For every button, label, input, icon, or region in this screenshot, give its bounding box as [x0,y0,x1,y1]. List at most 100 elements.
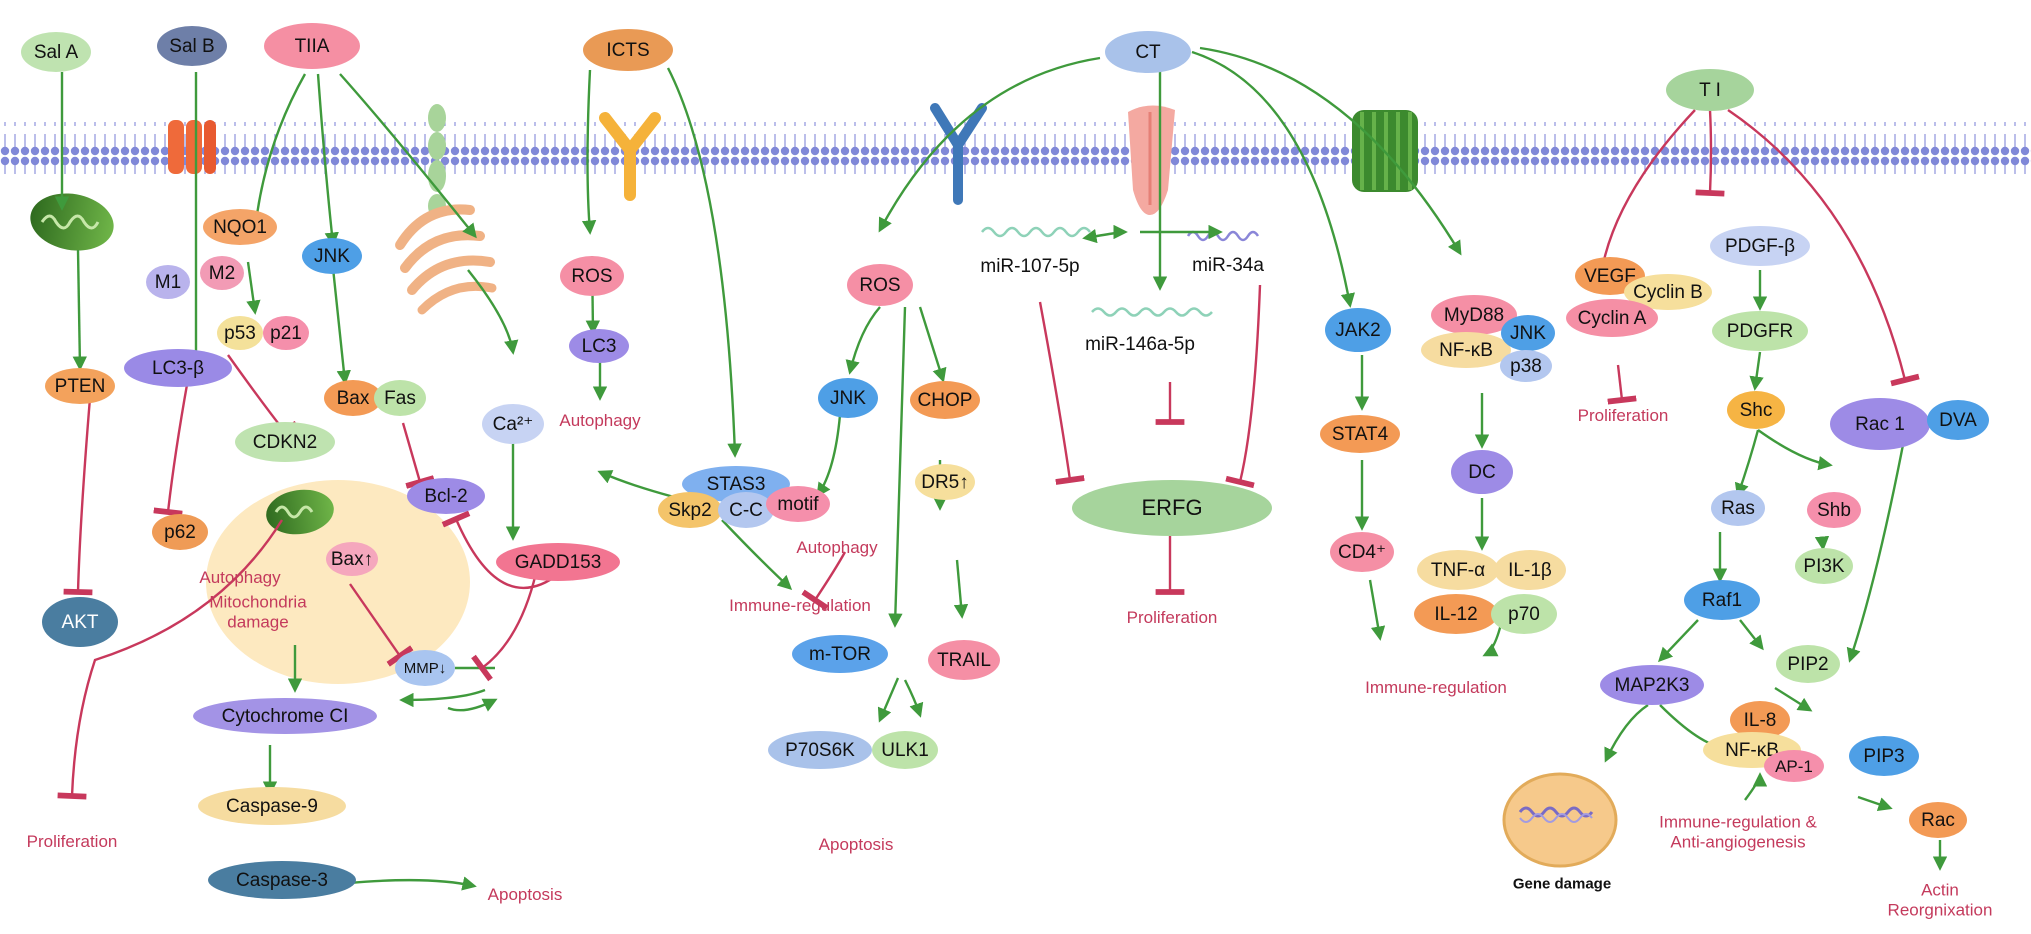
label-apoptosis-mid: Apoptosis [818,835,894,855]
node-shb: Shb [1807,492,1861,528]
node-pdgfr: PDGFR [1712,311,1808,351]
node-pdgf-beta: PDGF-β [1710,226,1810,266]
label-immune-regulation-left: Immune-regulation [729,596,871,616]
node-pi3k: PI3K [1795,548,1853,584]
node-p21: p21 [263,316,309,350]
node-sal-a: Sal A [21,32,91,72]
node-p70s6k: P70S6K [768,731,872,769]
node-fas: Fas [374,380,426,416]
nucleus-dna-icon [1502,772,1618,868]
node-jnk-right: JNK [1501,315,1555,351]
node-nqo1: NQO1 [203,209,277,245]
node-lc3: LC3 [569,329,629,363]
label-gene-damage: Gene damage [1512,875,1612,893]
node-mtor: m-TOR [792,635,888,673]
node-pip2: PIP2 [1776,645,1840,683]
y-receptor-icon [599,112,661,201]
mitochondria-damage-zone [206,480,470,684]
node-ros-ct: ROS [847,264,913,306]
node-calcium: Ca²⁺ [482,404,544,444]
node-p62: p62 [152,514,208,550]
node-mmp: MMP↓ [395,650,455,686]
node-tnf-alpha: TNF-α [1417,550,1499,590]
node-motif: motif [766,486,830,522]
node-rac1: Rac 1 [1830,398,1930,450]
node-ct: CT [1105,31,1191,73]
node-raf1: Raf1 [1684,580,1760,620]
node-ti: T I [1666,69,1754,111]
node-caspase-9: Caspase-9 [198,787,346,825]
node-shc: Shc [1727,391,1785,429]
label-mir-107-5p: miR-107-5p [980,256,1080,278]
label-autophagy-icts: Autophagy [559,411,641,431]
node-erfg: ERFG [1072,480,1272,536]
label-actin-reorganization: Actin Reorgnixation [1887,880,1993,919]
node-m1: M1 [146,265,190,299]
label-immune-regulation-mid: Immune-regulation [1365,678,1507,698]
node-trail: TRAIL [928,640,1000,680]
node-skp2: Skp2 [658,492,722,528]
node-bax-up: Bax↑ [326,542,378,576]
node-cdkn2: CDKN2 [235,422,335,462]
node-ulk1: ULK1 [872,731,938,769]
label-mir-146a-5p: miR-146a-5p [1085,334,1195,356]
v-receptor-icon [930,103,987,205]
node-m2: M2 [200,256,244,290]
node-ap1: AP-1 [1764,750,1824,782]
label-immune-antiangiogenesis: Immune-regulation & Anti-angiogenesis [1659,812,1817,851]
node-bax: Bax [324,380,382,416]
node-pip3: PIP3 [1849,736,1919,776]
node-caspase-3: Caspase-3 [208,861,356,899]
node-pten: PTEN [45,368,115,404]
node-p70: p70 [1491,594,1557,634]
node-dr5: DR5↑ [915,464,975,500]
node-map2k3: MAP2K3 [1600,665,1704,705]
node-jnk-mid: JNK [818,378,878,418]
node-bcl2: Bcl-2 [407,478,485,514]
node-sal-b: Sal B [157,26,227,66]
label-autophagy-left: Autophagy [199,568,281,588]
node-icts: ICTS [583,29,673,71]
node-nfkb-mid: NF-κB [1421,332,1511,368]
activation-arrows [54,46,1948,891]
damaged-mitochondrion-icon [266,489,334,535]
node-chop: CHOP [910,381,980,419]
node-akt: AKT [42,597,118,647]
node-lc3-beta: LC3-β [124,349,232,387]
node-rac: Rac [1909,802,1967,838]
mitochondrion-icon [30,193,114,251]
label-mitochondria-damage: Mitochondria damage [209,592,307,631]
mirna-34a-strand [1186,230,1260,242]
label-autophagy-mid: Autophagy [796,538,878,558]
node-cytochrome-c: Cytochrome CI [193,698,377,734]
label-proliferation-left: Proliferation [26,832,118,852]
label-proliferation-mid: Proliferation [1126,608,1218,628]
node-ros-icts: ROS [560,256,624,296]
mirna-146-strand [1091,307,1213,317]
node-jak2: JAK2 [1325,308,1391,352]
node-il-12: IL-12 [1414,594,1498,634]
node-gadd153: GADD153 [496,543,620,581]
node-tiia: TIIA [264,23,360,69]
label-apoptosis-left: Apoptosis [487,885,563,905]
node-stat4: STAT4 [1320,415,1400,453]
node-cd4: CD4⁺ [1330,532,1394,572]
node-p53: p53 [217,316,263,350]
node-dc: DC [1451,450,1513,494]
node-il-1beta: IL-1β [1494,550,1566,590]
endoplasmic-reticulum-icon [395,204,497,315]
node-ras: Ras [1711,490,1765,526]
node-jnk-left: JNK [302,238,362,274]
node-p38: p38 [1500,350,1552,382]
node-c-c: C-C [718,492,774,528]
membrane-pore-icon [1128,105,1175,215]
node-dva: DVA [1927,400,1989,440]
cell-membrane [0,122,2031,174]
inhibition-lines [57,109,1920,800]
ion-channel-icon [168,120,216,174]
label-mir-34a: miR-34a [1192,255,1264,277]
label-proliferation-right: Proliferation [1577,406,1669,426]
mirna-107-strand [981,226,1091,238]
